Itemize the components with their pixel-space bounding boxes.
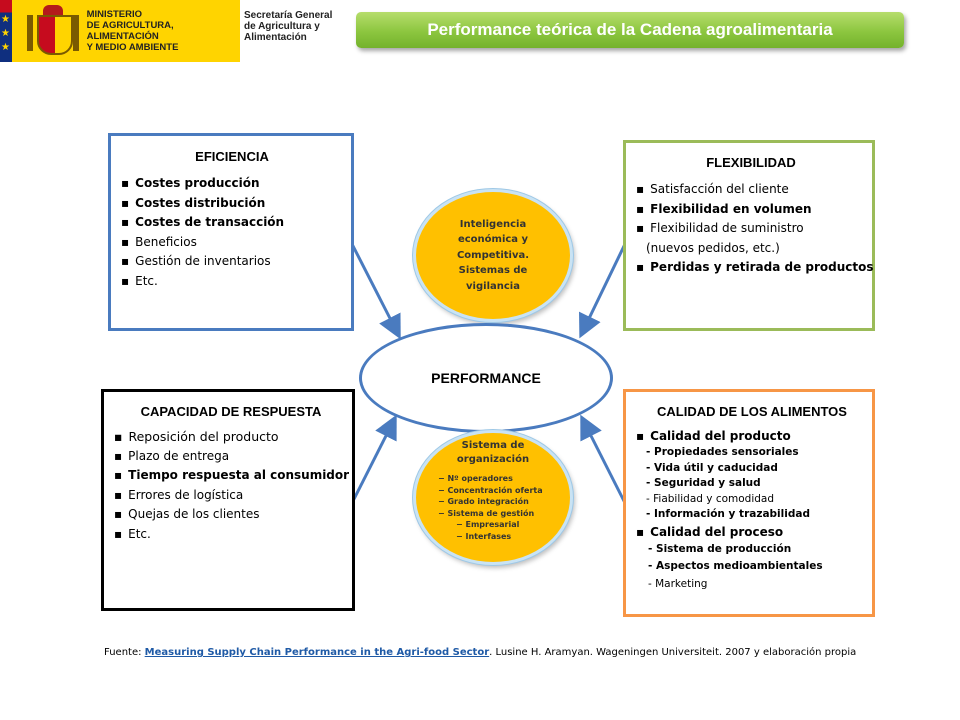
coat-of-arms-icon <box>25 5 80 57</box>
organizacion-title: Sistema de organización <box>456 440 530 465</box>
list-item: Errores de logística <box>114 486 348 506</box>
eficiencia-title: EFICIENCIA <box>195 149 269 164</box>
secretaria-label: Secretaría General de Agricultura y Alim… <box>244 10 333 43</box>
arrow-capacidad <box>350 414 397 504</box>
list-subitem: - Sistema de producción <box>648 542 792 555</box>
footer-prefix: Fuente: <box>104 647 145 658</box>
flexibilidad-title: FLEXIBILIDAD <box>706 155 796 170</box>
list-subitem: - Fiabilidad y comodidad <box>646 492 775 505</box>
organizacion-circle: Sistema de organización − Nº operadores … <box>413 430 573 565</box>
ministry-name: MINISTERIO DE AGRICULTURA, ALIMENTACIÓN … <box>86 9 179 53</box>
list-subitem: - Seguridad y salud <box>646 477 761 489</box>
performance-label: PERFORMANCE <box>431 370 541 386</box>
ministry-logo: ★ ★ ★ MINISTERIO DE AGRICULTURA, ALIMENT… <box>0 0 240 62</box>
list-item: Reposición del producto <box>114 427 348 447</box>
source-link[interactable]: Measuring Supply Chain Performance in th… <box>144 647 490 658</box>
source-footer: Fuente: Measuring Supply Chain Performan… <box>104 647 904 658</box>
list-item: Flexibilidad en volumen <box>636 200 866 220</box>
footer-suffix: . Lusine H. Aramyan. Wageningen Universi… <box>489 647 857 658</box>
list-subitem: − Empresarial <box>456 520 520 529</box>
list-item: − Grado integración <box>438 497 529 506</box>
flexibilidad-box: FLEXIBILIDAD Satisfacción del cliente Fl… <box>623 140 875 331</box>
list-item: − Sistema de gestión <box>438 508 535 518</box>
list-item: Costes distribución <box>121 194 343 214</box>
list-item: − Nº operadores <box>438 474 513 483</box>
list-item: Flexibilidad de suministro <box>636 219 866 239</box>
list-subitem: - Vida útil y caducidad <box>646 461 778 474</box>
list-subitem: - Información y trazabilidad <box>646 508 810 520</box>
flag-stripe: ★ ★ ★ <box>0 0 12 62</box>
list-subitem: - Propiedades sensoriales <box>646 446 799 458</box>
list-item: Costes producción <box>121 174 343 194</box>
list-item: Costes de transacción <box>121 213 343 233</box>
list-subitem: − Interfases <box>456 531 512 541</box>
list-item: − Concentración oferta <box>438 485 543 495</box>
arrow-flexibilidad <box>579 243 627 339</box>
list-item: Perdidas y retirada de productos <box>636 258 873 278</box>
calidad-proceso-heading: Calidad del proceso <box>636 523 868 541</box>
list-item-continuation: (nuevos pedidos, etc.) <box>646 240 780 255</box>
arrow-eficiencia <box>350 243 401 340</box>
arrow-calidad <box>580 414 627 504</box>
list-item: Etc. <box>114 525 348 545</box>
list-item: Tiempo respuesta al consumidor <box>114 466 349 486</box>
list-item: Plazo de entrega <box>114 447 348 467</box>
calidad-producto-heading: Calidad del producto <box>636 427 868 445</box>
list-item: Quejas de los clientes <box>114 505 348 525</box>
capacidad-title: CAPACIDAD DE RESPUESTA <box>140 404 322 419</box>
list-item: Beneficios <box>121 233 343 253</box>
list-item: Etc. <box>121 272 343 292</box>
eficiencia-box: EFICIENCIA Costes producción Costes dist… <box>108 133 354 331</box>
capacidad-box: CAPACIDAD DE RESPUESTA Reposición del pr… <box>101 389 355 611</box>
inteligencia-text: Inteligencia económica y Competitiva. Si… <box>456 218 530 292</box>
calidad-box: CALIDAD DE LOS ALIMENTOS Calidad del pro… <box>623 389 875 617</box>
list-item: Gestión de inventarios <box>121 252 343 272</box>
calidad-title: CALIDAD DE LOS ALIMENTOS <box>657 404 847 419</box>
page-title: Performance teórica de la Cadena agroali… <box>356 12 904 48</box>
list-subitem: - Aspectos medioambientales <box>648 560 823 572</box>
list-item: Satisfacción del cliente <box>636 180 866 200</box>
performance-ellipse: PERFORMANCE <box>359 323 613 433</box>
list-subitem: - Marketing <box>648 577 708 590</box>
inteligencia-circle: Inteligencia económica y Competitiva. Si… <box>413 189 573 322</box>
